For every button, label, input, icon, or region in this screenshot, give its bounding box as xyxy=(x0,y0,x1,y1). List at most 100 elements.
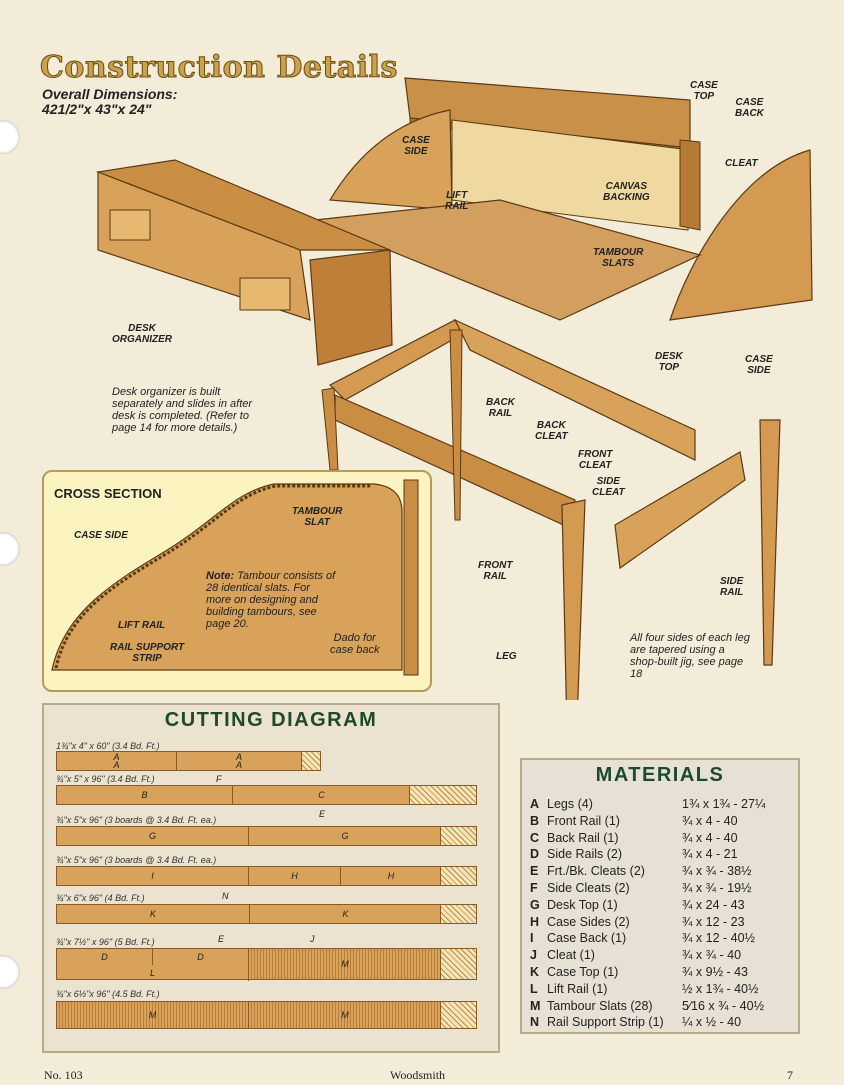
callout-front-rail: FRONT RAIL xyxy=(478,560,513,582)
materials-title: MATERIALS xyxy=(595,764,725,786)
material-size: ¼ x ½ - 40 xyxy=(682,1015,742,1030)
piece-label: K xyxy=(250,905,442,923)
material-name: Cleat (1) xyxy=(547,948,595,963)
material-name: Legs (4) xyxy=(547,797,593,811)
board-spec: ¾"x 5"x 96" (3 boards @ 3.4 Bd. Ft. ea.) xyxy=(56,855,217,865)
cutting-diagram-panel: CUTTING DIAGRAM 1¾"x 4" x 60" (3.4 Bd. F… xyxy=(42,703,500,1053)
dimensions-value: 421/2"x 43"x 24" xyxy=(42,101,152,117)
piece-label: G xyxy=(249,827,442,845)
callout-case-side: CASE SIDE xyxy=(402,135,430,157)
binder-hole xyxy=(0,120,20,154)
piece-label: A xyxy=(113,752,120,762)
piece-label: I xyxy=(57,867,249,885)
piece-label: C xyxy=(233,786,411,804)
piece-label: F xyxy=(216,774,222,784)
material-letter: L xyxy=(530,981,538,996)
material-letter: C xyxy=(530,830,540,845)
callout-case-back: CASE BACK xyxy=(735,97,764,119)
callout-side-cleat: SIDE CLEAT xyxy=(592,476,625,498)
material-size: ¾ x 4 - 21 xyxy=(682,847,738,862)
material-letter: D xyxy=(530,847,540,862)
piece-label: E xyxy=(319,809,326,819)
material-size: ¾ x 4 - 40 xyxy=(682,830,738,845)
xsec-dado-label: Dado for case back xyxy=(330,632,380,656)
board-spec: ¾"x 5"x 96" (3 boards @ 3.4 Bd. Ft. ea.) xyxy=(56,815,217,825)
xsec-rail-support-label: RAIL SUPPORT STRIP xyxy=(110,642,185,664)
xsec-lift-rail-label: LIFT RAIL xyxy=(118,620,166,631)
board-spec: 1¾"x 4" x 60" (3.4 Bd. Ft.) xyxy=(56,741,160,751)
material-size: 5⁄16 x ¾ - 40½ xyxy=(682,998,765,1013)
callout-back-cleat: BACK CLEAT xyxy=(535,420,568,442)
board-5: K K xyxy=(56,904,477,924)
callout-leg: LEG xyxy=(496,651,517,662)
material-name: Back Rail (1) xyxy=(547,830,619,845)
material-name: Side Cleats (2) xyxy=(547,881,630,895)
material-size: ¾ x 12 - 23 xyxy=(682,914,745,929)
piece-label: D xyxy=(57,949,153,965)
callout-cleat: CLEAT xyxy=(725,158,758,169)
material-letter: N xyxy=(530,1015,540,1030)
callout-side-rail: SIDE RAIL xyxy=(720,576,744,598)
material-name: Front Rail (1) xyxy=(547,813,620,828)
board-spec: ¾"x 6"x 96" (4 Bd. Ft.) xyxy=(56,893,145,903)
material-size: ¾ x ¾ - 40 xyxy=(682,948,742,963)
board-7: M M xyxy=(56,1001,477,1029)
exploded-view-illustration xyxy=(95,77,813,700)
callout-front-cleat: FRONT CLEAT xyxy=(578,449,613,471)
material-letter: J xyxy=(530,948,537,963)
xsec-tambour-slat-label: TAMBOUR SLAT xyxy=(292,506,343,528)
dimensions-label: Overall Dimensions: xyxy=(42,86,178,102)
board-3: G G xyxy=(56,826,477,846)
material-row: C Back Rail (1) ¾ x 4 - 40 xyxy=(530,831,796,848)
footer-publication: Woodsmith xyxy=(390,1068,446,1082)
material-name: Rail Support Strip (1) xyxy=(547,1015,664,1030)
callout-lift-rail: LIFT RAIL xyxy=(445,190,469,212)
material-name: Lift Rail (1) xyxy=(547,981,608,996)
board-spec: ¾"x 6½"x 96" (4.5 Bd. Ft.) xyxy=(56,989,160,999)
xsec-note-text: Tambour consists of 28 identical slats. … xyxy=(206,570,336,630)
callout-desk-organizer: DESK ORGANIZER xyxy=(112,323,172,345)
callout-desk-top: DESK TOP xyxy=(655,351,683,373)
board-spec: ¾"x 7½" x 96" (5 Bd. Ft.) xyxy=(56,937,155,947)
xsec-note: Note: Tambour consists of 28 identical s… xyxy=(206,570,336,630)
piece-label: B xyxy=(57,786,233,804)
callout-tambour-slats: TAMBOUR SLATS xyxy=(593,247,644,269)
material-letter: M xyxy=(530,998,541,1013)
cross-section-inset: CROSS SECTION CASE SIDE TAMBOUR SLAT Not… xyxy=(42,470,432,692)
material-name: Side Rails (2) xyxy=(547,847,623,862)
cutting-diagram-title: CUTTING DIAGRAM xyxy=(164,709,378,731)
organizer-note: Desk organizer is built separately and s… xyxy=(112,386,253,434)
material-letter: F xyxy=(530,881,538,895)
material-size: ¾ x 24 - 43 xyxy=(682,897,745,912)
material-size: ¾ x 4 - 40 xyxy=(682,813,738,828)
piece-label: M xyxy=(57,1002,249,1028)
piece-label: M xyxy=(249,1002,442,1028)
material-letter: B xyxy=(530,813,540,828)
cross-section-drawing xyxy=(51,479,419,676)
material-size: ½ x 1¾ - 40½ xyxy=(682,981,759,996)
callout-case-top: CASE TOP xyxy=(690,80,718,102)
piece-label: M xyxy=(249,949,442,979)
material-letter: E xyxy=(530,864,539,879)
material-letter: I xyxy=(530,931,534,946)
piece-label: H xyxy=(341,867,442,885)
material-letter: A xyxy=(530,797,540,811)
material-row: L Lift Rail (1) ½ x 1¾ - 40½ xyxy=(530,982,796,999)
piece-label: J xyxy=(310,934,315,944)
cross-section-title: CROSS SECTION xyxy=(54,486,162,501)
piece-label: D xyxy=(153,949,249,965)
material-size: ¾ x 12 - 40½ xyxy=(682,931,755,946)
material-size: ¾ x ¾ - 38½ xyxy=(682,864,752,879)
material-name: Case Sides (2) xyxy=(547,914,630,929)
